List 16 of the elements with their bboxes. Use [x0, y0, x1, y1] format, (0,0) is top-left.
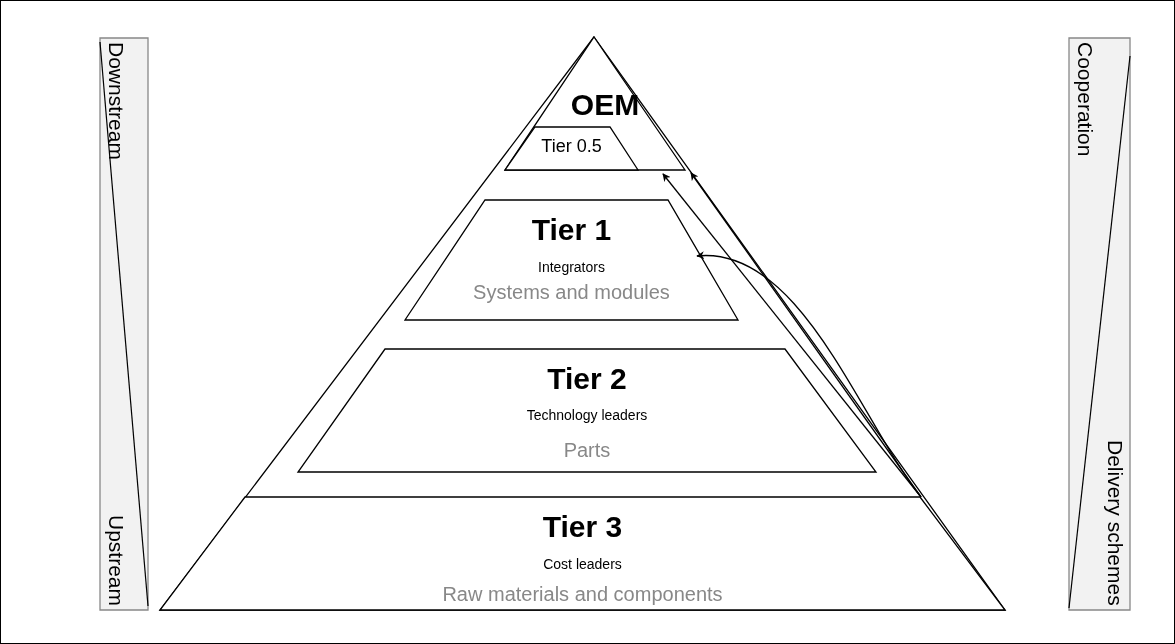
tier-products: Parts: [562, 440, 612, 460]
tier-products: Systems and modules: [472, 282, 671, 302]
tier-role: Integrators: [537, 260, 606, 274]
tier-title: Tier 2: [546, 364, 628, 394]
tier-products: Raw materials and components: [441, 584, 724, 604]
arrow: [696, 252, 922, 498]
side-label: Delivery schemes: [1105, 440, 1126, 606]
tier-role: Cost leaders: [542, 557, 623, 571]
tier-title: Tier 1: [530, 215, 613, 245]
tier-title: Tier 3: [541, 512, 624, 542]
side-label: Upstream: [106, 514, 127, 606]
tier-role: Technology leaders: [525, 408, 649, 422]
tier-title: OEM: [569, 90, 641, 120]
side-label: Downstream: [106, 42, 127, 160]
side-label: Cooperation: [1075, 42, 1096, 157]
tier-title: Tier 0.5: [540, 137, 603, 155]
